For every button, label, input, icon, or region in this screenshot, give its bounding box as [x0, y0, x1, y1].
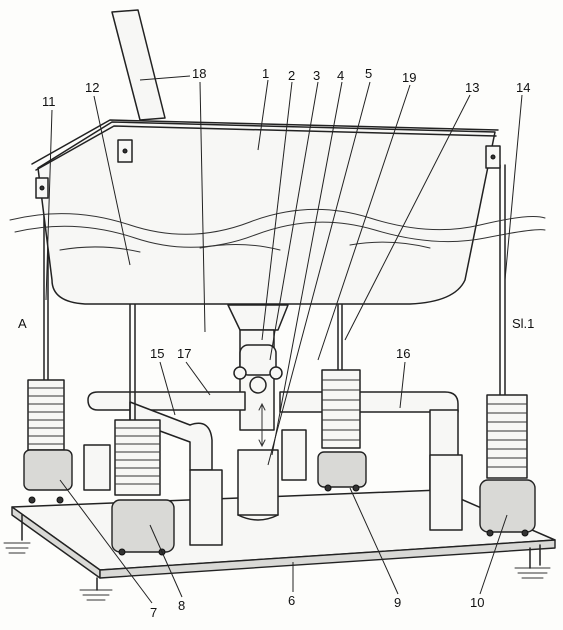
inclined-rod [111, 9, 166, 121]
callout-16: 16 [396, 346, 410, 361]
callout-19: 19 [402, 70, 416, 85]
callout-14: 14 [516, 80, 530, 95]
callout-15: 15 [150, 346, 164, 361]
side-label-right: Sl.1 [512, 316, 534, 331]
callout-7: 7 [150, 605, 157, 620]
ground-hatch-bottom [79, 589, 113, 601]
callout-4: 4 [337, 68, 344, 83]
base-plate [11, 489, 556, 591]
callout-5: 5 [365, 66, 372, 81]
ground-hatch-right [514, 567, 551, 579]
actuator-10 [479, 164, 536, 537]
side-label-left: A [18, 316, 27, 331]
ground-hatch-left [3, 542, 31, 554]
callout-1: 1 [262, 66, 269, 81]
callout-12: 12 [85, 80, 99, 95]
central-mast [227, 304, 289, 521]
callout-11: 11 [42, 94, 56, 109]
callout-10: 10 [470, 595, 484, 610]
callout-2: 2 [288, 68, 295, 83]
callout-18: 18 [192, 66, 206, 81]
callout-3: 3 [313, 68, 320, 83]
vessel-frame [31, 119, 501, 305]
callout-13: 13 [465, 80, 479, 95]
callout-17: 17 [177, 346, 191, 361]
callout-8: 8 [178, 598, 185, 613]
actuator-9 [317, 304, 367, 492]
callout-6: 6 [288, 593, 295, 608]
callout-9: 9 [394, 595, 401, 610]
liquid-waves [9, 208, 546, 253]
leader-lines [45, 75, 523, 604]
universal-joint [233, 344, 283, 448]
